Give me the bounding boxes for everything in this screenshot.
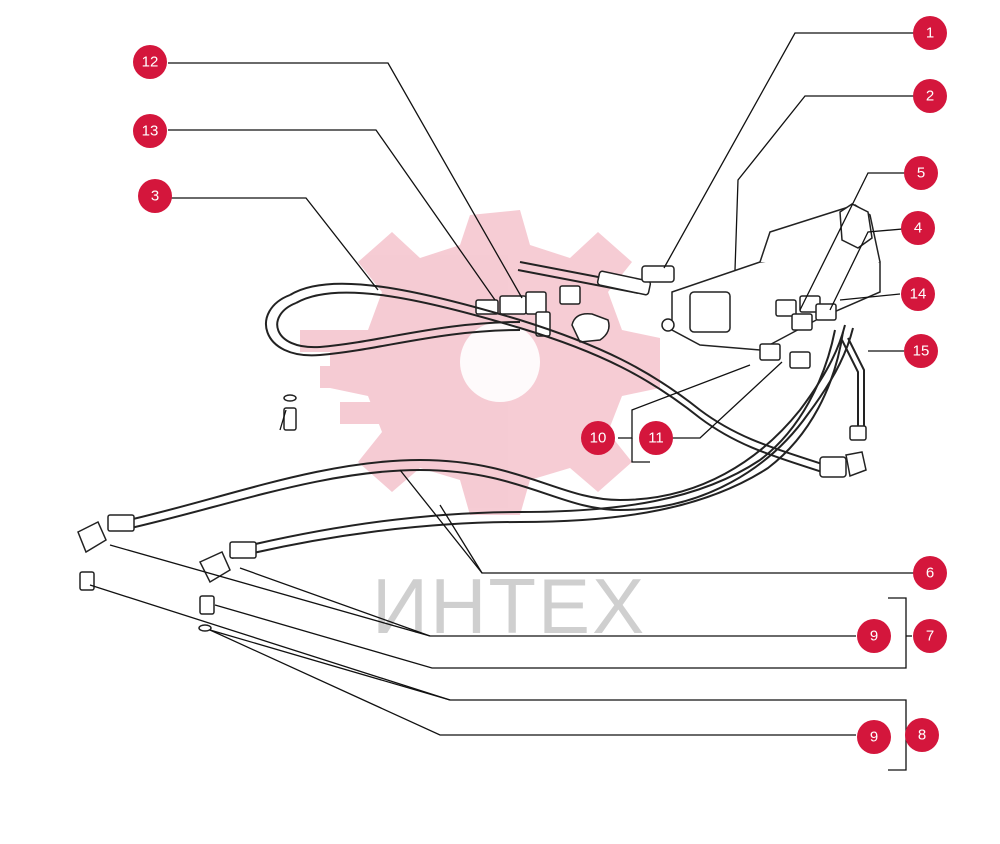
callout-label: 9 bbox=[870, 729, 878, 746]
hose-3 bbox=[265, 282, 867, 478]
callout-label: 10 bbox=[590, 430, 607, 447]
callout-6: 6 bbox=[913, 556, 947, 590]
callout-label: 1 bbox=[926, 25, 934, 42]
fittings-cluster bbox=[475, 285, 610, 343]
callout-2: 2 bbox=[913, 79, 947, 113]
hose-6 bbox=[77, 324, 854, 584]
watermark-gear-hole bbox=[460, 322, 540, 402]
valve-fittings bbox=[759, 295, 837, 369]
callout-13: 13 bbox=[133, 114, 167, 148]
callout-3: 3 bbox=[138, 179, 172, 213]
callout-14: 14 bbox=[901, 277, 935, 311]
callout-1: 1 bbox=[913, 16, 947, 50]
callout-12: 12 bbox=[133, 45, 167, 79]
valve-block bbox=[661, 203, 881, 351]
callout-11: 11 bbox=[639, 421, 673, 455]
callout-9-upper: 9 bbox=[857, 619, 891, 653]
callout-label: 8 bbox=[918, 727, 926, 744]
pipe-15 bbox=[841, 337, 867, 441]
rod-pipe bbox=[517, 261, 675, 296]
callout-4: 4 bbox=[901, 211, 935, 245]
leader-lines bbox=[89, 32, 915, 771]
callout-5: 5 bbox=[904, 156, 938, 190]
callout-label: 14 bbox=[910, 286, 927, 303]
callout-label: 2 bbox=[926, 88, 934, 105]
callout-label: 9 bbox=[870, 628, 878, 645]
callout-label: 11 bbox=[648, 430, 664, 447]
callout-label: 15 bbox=[913, 343, 930, 360]
callout-label: 6 bbox=[926, 565, 934, 582]
callout-label: 3 bbox=[151, 188, 159, 205]
callout-8: 8 bbox=[905, 718, 939, 752]
callout-label: 13 bbox=[142, 123, 159, 140]
callout-10: 10 bbox=[581, 421, 615, 455]
callout-label: 7 bbox=[926, 628, 934, 645]
loose-fittings bbox=[79, 394, 297, 632]
callout-15: 15 bbox=[904, 334, 938, 368]
watermark-text: ИНТЕХ bbox=[372, 562, 646, 650]
callout-label: 5 bbox=[917, 165, 925, 182]
callout-label: 4 bbox=[914, 220, 922, 237]
callout-7: 7 bbox=[913, 619, 947, 653]
callout-label: 12 bbox=[142, 54, 159, 71]
callout-9-lower: 9 bbox=[857, 720, 891, 754]
